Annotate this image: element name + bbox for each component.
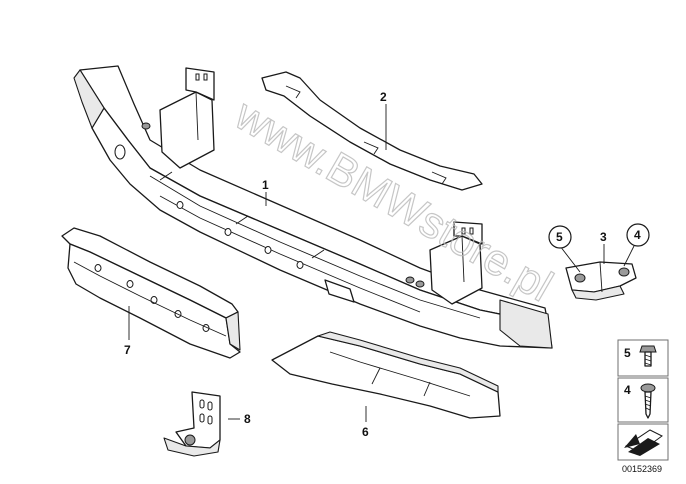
absorber-part-7 [61,227,241,359]
screw-5-icon [639,345,657,367]
angle-bracket-part-8 [163,391,221,457]
document-id: 00152369 [622,464,662,474]
callout-4: 4 [634,228,641,242]
fastener-legend: 5 4 00152369 [617,339,669,474]
callout-4-circle [626,223,650,247]
callout-2: 2 [380,90,387,104]
upper-strip-part-2 [261,71,483,191]
callout-7: 7 [124,343,131,357]
callout-6: 6 [362,425,369,439]
callout-5-circle [548,225,572,249]
legend-label-4: 4 [624,383,631,397]
direction-arrow-icon [624,429,663,456]
callout-3: 3 [600,230,607,244]
screw-4-icon [640,383,656,419]
legend-label-5: 5 [624,346,631,360]
lower-guide-part-6 [271,331,501,419]
leader-lines [128,104,635,422]
bracket-part-3 [565,261,637,301]
callout-1: 1 [262,178,269,192]
callouts: 2 1 7 6 8 3 5 4 [124,90,650,439]
bumper-carrier-part-1 [73,65,553,349]
callout-5: 5 [556,230,563,244]
callout-8: 8 [244,412,251,426]
